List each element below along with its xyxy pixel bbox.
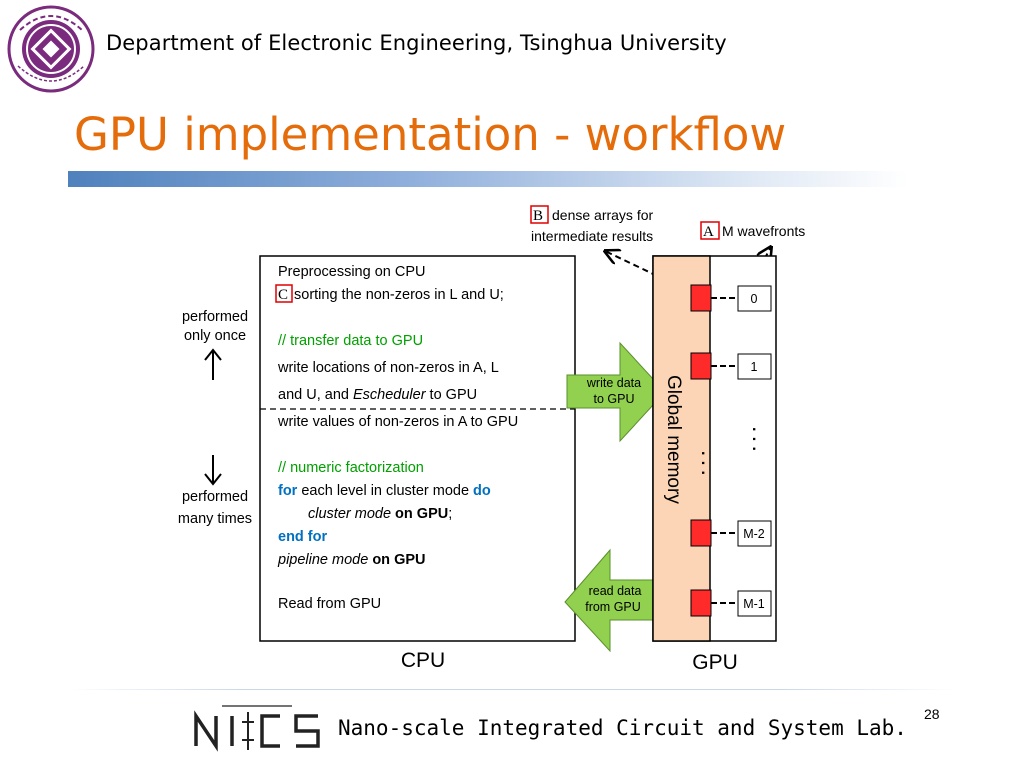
to-gpu-suffix: to GPU bbox=[426, 387, 478, 403]
for-keyword: for bbox=[278, 483, 298, 499]
label-c-box bbox=[275, 284, 293, 303]
title-underline-bar bbox=[68, 171, 908, 187]
cpu-line-preprocessing: Preprocessing on CPU bbox=[278, 264, 426, 280]
write-arrow-line-1: write data bbox=[586, 376, 641, 390]
up-arrow bbox=[204, 348, 222, 380]
wavefront-box-m1 bbox=[737, 590, 772, 617]
page-number: 28 bbox=[924, 706, 940, 722]
cpu-line-for: for each level in cluster mode do bbox=[278, 483, 491, 499]
performed-once-line-2: only once bbox=[184, 328, 246, 344]
read-arrow-line-2: from GPU bbox=[585, 600, 641, 614]
performed-once-line-1: performed bbox=[182, 309, 248, 325]
cpu-line-write-values: write values of non-zeros in A to GPU bbox=[277, 414, 518, 430]
department-name: Department of Electronic Engineering, Ts… bbox=[106, 31, 727, 55]
label-b-box bbox=[530, 205, 549, 224]
cpu-line-read-from-gpu: Read from GPU bbox=[278, 596, 381, 612]
memory-dots: · · · bbox=[694, 451, 711, 476]
write-data-arrow bbox=[566, 341, 666, 443]
wavefront-label-m2: M-2 bbox=[743, 527, 765, 541]
global-memory-region bbox=[652, 255, 711, 642]
workflow-diagram: B dense arrays for intermediate results … bbox=[178, 205, 805, 674]
cpu-box bbox=[259, 255, 576, 642]
tsinghua-seal-logo bbox=[7, 5, 95, 93]
do-keyword: do bbox=[473, 483, 491, 499]
write-arrow-line-2: to GPU bbox=[594, 392, 635, 406]
label-b-letter: B bbox=[533, 208, 543, 224]
read-data-arrow bbox=[564, 548, 654, 653]
nics-logo bbox=[194, 705, 320, 752]
cpu-line-and-u: and U, and Escheduler to GPU bbox=[278, 387, 477, 403]
global-memory-label: Global memory bbox=[663, 375, 684, 504]
cpu-line-cluster-mode: cluster mode on GPU; bbox=[308, 506, 452, 522]
label-c-letter: C bbox=[278, 287, 288, 303]
label-a-letter: A bbox=[703, 224, 714, 240]
memory-block-m2 bbox=[690, 519, 712, 547]
cpu-line-write-locations: write locations of non-zeros in A, L bbox=[277, 360, 499, 376]
arrow-to-label-b bbox=[605, 251, 694, 294]
label-b-line-2: intermediate results bbox=[531, 228, 653, 244]
wavefront-label-m1: M-1 bbox=[743, 597, 765, 611]
escheduler-term: Escheduler bbox=[353, 387, 427, 403]
slide-title: GPU implementation - workflow bbox=[74, 108, 787, 161]
cpu-line-sorting: sorting the non-zeros in L and U; bbox=[294, 287, 504, 303]
cluster-mode-term: cluster mode bbox=[308, 506, 391, 522]
wavefront-label-1: 1 bbox=[751, 360, 758, 374]
read-arrow-line-1: read data bbox=[589, 584, 642, 598]
gpu-label: GPU bbox=[692, 651, 738, 674]
memory-block-0 bbox=[690, 284, 712, 312]
label-a-text: M wavefronts bbox=[722, 223, 805, 239]
down-arrow bbox=[204, 455, 222, 486]
on-gpu-bold-1: on GPU bbox=[391, 506, 448, 522]
wavefront-label-0: 0 bbox=[751, 292, 758, 306]
wavefront-box-0 bbox=[737, 285, 772, 312]
wavefront-box-m2 bbox=[737, 520, 772, 547]
label-b-line-1: dense arrays for bbox=[552, 207, 653, 223]
cpu-line-numeric-comment: // numeric factorization bbox=[278, 460, 424, 476]
for-text: each level in cluster mode bbox=[297, 483, 473, 499]
lab-name: Nano-scale Integrated Circuit and System… bbox=[338, 716, 907, 740]
pipeline-mode-term: pipeline mode bbox=[277, 552, 368, 568]
cpu-line-transfer-comment: // transfer data to GPU bbox=[278, 333, 423, 349]
on-gpu-bold-2: on GPU bbox=[368, 552, 425, 568]
memory-block-1 bbox=[690, 352, 712, 380]
label-a-box bbox=[700, 221, 720, 240]
footer-divider bbox=[68, 689, 956, 690]
cpu-line-end-for: end for bbox=[278, 529, 327, 545]
wavefront-box-1 bbox=[737, 353, 772, 380]
and-u-prefix: and U, and bbox=[278, 387, 353, 403]
memory-block-m1 bbox=[690, 589, 712, 617]
cpu-line-pipeline-mode: pipeline mode on GPU bbox=[277, 552, 426, 568]
performed-many-line-1: performed bbox=[182, 489, 248, 505]
semicolon: ; bbox=[448, 506, 452, 522]
cpu-label: CPU bbox=[401, 649, 445, 672]
wavefront-dots: · · · bbox=[745, 427, 762, 452]
performed-many-line-2: many times bbox=[178, 511, 252, 527]
